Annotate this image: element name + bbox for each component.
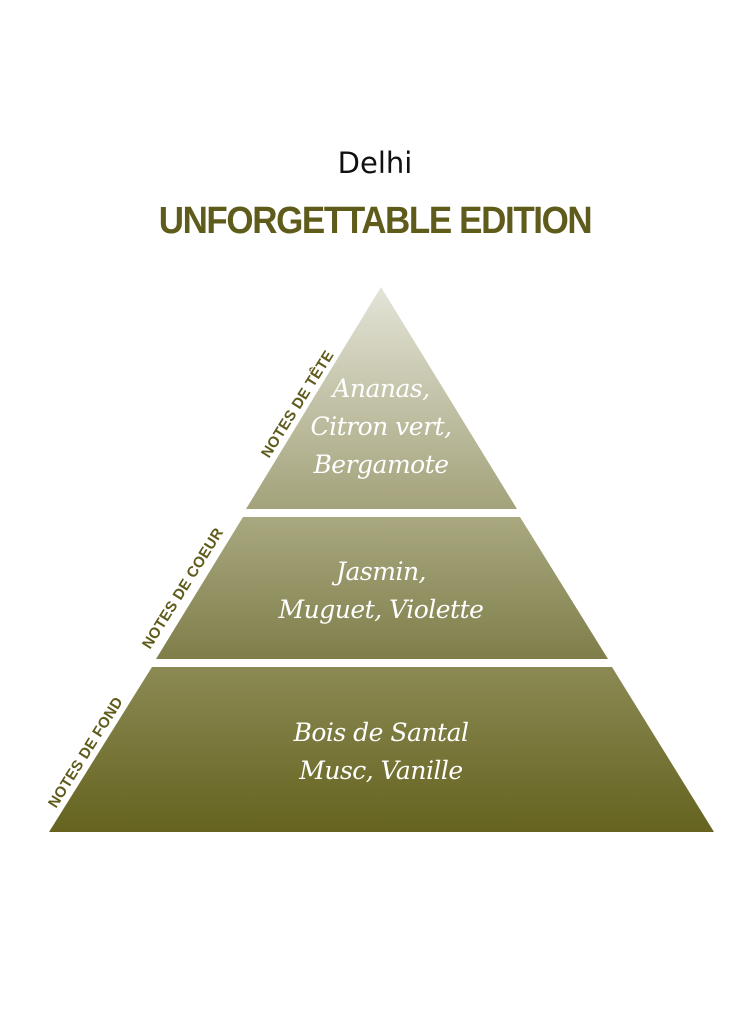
tier-middle-notes: Jasmin, Muguet, Violette xyxy=(231,553,531,629)
pyramid-tier-bottom xyxy=(49,667,714,832)
pyramid-tier-top xyxy=(246,287,517,509)
tier-middle-line: Jasmin, xyxy=(335,557,427,586)
tier-top-line: Ananas, xyxy=(332,374,430,403)
tier-top-notes: Ananas, Citron vert, Bergamote xyxy=(281,370,481,484)
page-subtitle: Delhi xyxy=(337,146,413,180)
tier-bottom-notes: Bois de Santal Musc, Vanille xyxy=(231,714,531,790)
tier-top-line: Citron vert, xyxy=(310,412,452,441)
page-title: UNFORGETTABLE EDITION xyxy=(158,200,593,242)
tier-bottom-line: Musc, Vanille xyxy=(299,756,463,785)
pyramid-tier-middle xyxy=(156,517,608,659)
tier-middle-line: Muguet, Violette xyxy=(278,595,484,624)
tier-top-line: Bergamote xyxy=(313,450,449,479)
tier-bottom-line: Bois de Santal xyxy=(293,718,469,747)
